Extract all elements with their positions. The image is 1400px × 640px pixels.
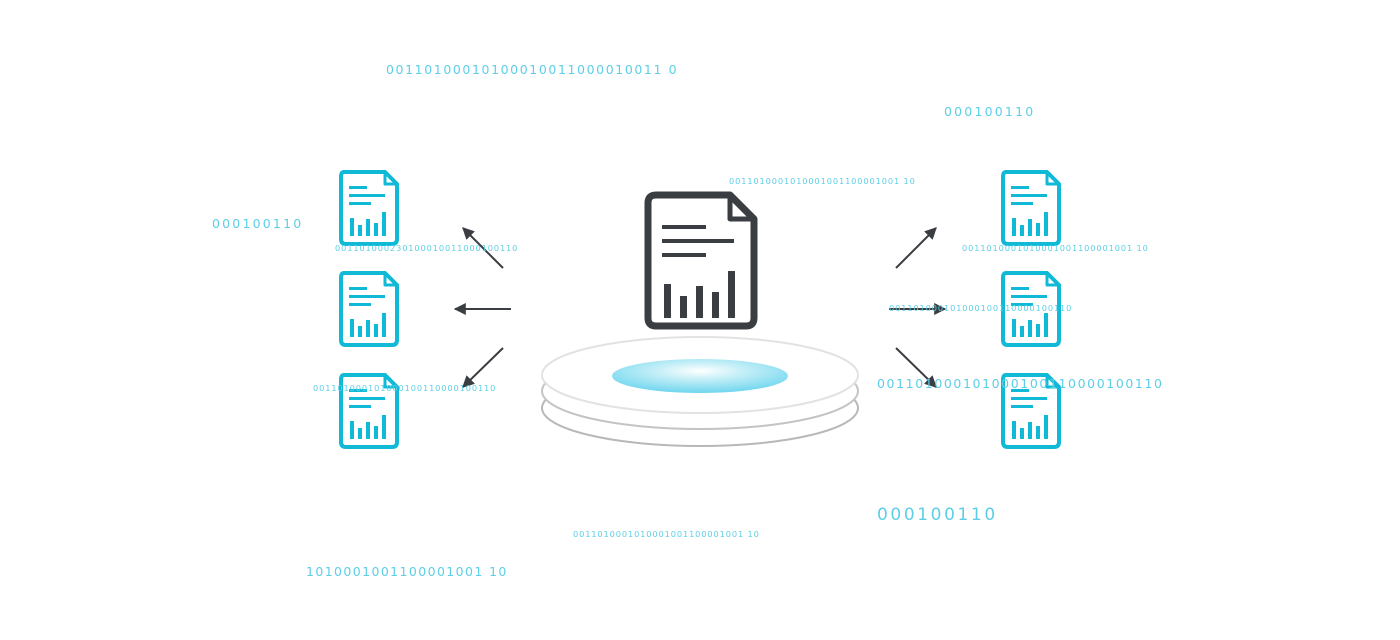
- report-document-icon: [644, 191, 758, 330]
- binary-string: 000100110: [944, 104, 1036, 119]
- binary-string: 000100110: [212, 216, 304, 231]
- platform-disc-icon: [541, 336, 859, 447]
- binary-string: 0011010001010001001100001001 10: [729, 176, 916, 186]
- arrow-icon: [895, 347, 937, 388]
- binary-string: 0011010001010001001100001001 10: [962, 243, 1149, 253]
- binary-string: 001101000230100010011000100110: [335, 243, 519, 253]
- binary-string: 0011010001010001001100001001 10: [573, 529, 760, 539]
- binary-string: 001101000101000100110000100110: [313, 383, 497, 393]
- binary-string: 1010001001100001001 10: [306, 564, 508, 579]
- arrow-icon: [462, 227, 504, 269]
- arrow-icon: [895, 227, 937, 269]
- binary-string: 001101000101000100110000100110: [877, 376, 1164, 391]
- binary-string: 000100110: [877, 505, 998, 525]
- bar-chart-document-icon: [1003, 172, 1059, 244]
- bar-chart-document-icon: [341, 273, 397, 345]
- arrow-icon: [462, 347, 504, 388]
- binary-string: 001101000101000100110000100110: [889, 303, 1073, 313]
- bar-chart-document-icon: [341, 172, 397, 244]
- binary-string: 00110100010100010011000010011 0: [386, 62, 679, 77]
